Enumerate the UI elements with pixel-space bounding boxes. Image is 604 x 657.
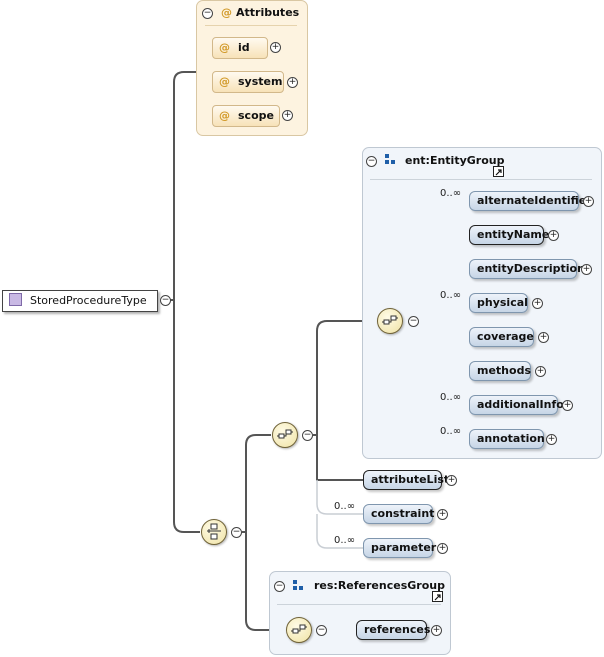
expand-icon[interactable]: + [437,543,448,554]
group-icon [385,154,397,166]
occurrence-label: 0..∞ [334,501,356,512]
external-link-icon[interactable] [432,591,443,602]
attribute-label: scope [238,109,274,122]
expand-icon[interactable]: + [538,332,549,343]
element-parameter[interactable]: parameter [363,538,437,558]
sequence-collapse-icon[interactable]: − [302,430,313,441]
expand-icon[interactable]: + [431,625,442,636]
attribute-at-icon: @ [219,41,230,54]
attributes-title: Attributes [236,6,300,19]
group-icon [293,580,305,592]
expand-icon[interactable]: + [270,42,281,53]
element-references[interactable]: references [356,620,431,640]
entity-group-title: ent:EntityGroup [405,154,505,167]
sequence-icon [291,624,307,634]
attribute-label: system [238,75,283,88]
external-link-icon[interactable] [493,166,504,177]
element-physical[interactable]: physical [469,293,528,313]
element-coverage[interactable]: coverage [469,327,534,347]
occurrence-label: 0..∞ [440,426,462,437]
references-group-collapse-icon[interactable]: − [274,581,285,592]
occurrence-label: 0..∞ [440,188,462,199]
element-label: entityName [477,228,550,241]
attribute-system[interactable]: @ system [212,71,284,93]
element-label: additionalInfo [477,398,564,411]
expand-icon[interactable]: + [546,434,557,445]
root-element-label: StoredProcedureType [30,294,147,307]
sequence-compositor[interactable] [201,519,227,545]
element-attributeList[interactable]: attributeList [363,470,449,490]
attributes-separator [205,25,297,26]
occurrence-label: 0..∞ [334,535,356,546]
element-label: attributeList [371,473,450,486]
expand-icon[interactable]: + [437,509,448,520]
sequence-collapse-icon[interactable]: − [408,316,419,327]
occurrence-label: 0..∞ [440,392,462,403]
expand-icon[interactable]: + [562,400,573,411]
element-annotation[interactable]: annotation [469,429,545,449]
attributes-collapse-icon[interactable]: − [202,8,213,19]
element-additionalInfo[interactable]: additionalInfo [469,395,564,415]
expand-icon[interactable]: + [581,264,592,275]
attribute-at-icon: @ [219,109,230,122]
element-label: coverage [477,330,534,343]
element-methods[interactable]: methods [469,361,531,381]
sequence-icon [207,523,221,540]
sequence-compositor[interactable] [286,617,312,643]
expand-icon[interactable]: + [446,475,457,486]
entity-group-collapse-icon[interactable]: − [366,156,377,167]
expand-icon[interactable]: + [548,230,559,241]
expand-icon[interactable]: + [532,298,543,309]
sequence-collapse-icon[interactable]: − [231,527,242,538]
element-entityDescription[interactable]: entityDescription [469,259,585,279]
sequence-compositor[interactable] [377,308,403,334]
entity-group-separator [370,179,592,180]
sequence-collapse-icon[interactable]: − [316,625,327,636]
element-alternateIdentifier[interactable]: alternateIdentifier [469,191,592,211]
attribute-scope[interactable]: @ scope [212,105,280,127]
sequence-icon [277,429,293,439]
element-label: physical [477,296,528,309]
element-label: references [364,623,431,636]
occurrence-label: 0..∞ [440,290,462,301]
expand-icon[interactable]: + [583,196,594,207]
element-label: constraint [371,507,435,520]
attribute-at-icon: @ [221,6,232,19]
references-group-title: res:ReferencesGroup [314,579,445,592]
sequence-icon [382,315,398,325]
expand-icon[interactable]: + [282,110,293,121]
complex-type-icon [9,293,22,306]
attribute-label: id [238,41,250,54]
element-constraint[interactable]: constraint [363,504,435,524]
expand-icon[interactable]: + [535,366,546,377]
attribute-at-icon: @ [219,75,230,88]
element-label: entityDescription [477,262,585,275]
element-label: annotation [477,432,545,445]
references-group-separator [277,604,441,605]
element-label: alternateIdentifier [477,194,592,207]
element-label: methods [477,364,531,377]
sequence-compositor[interactable] [272,422,298,448]
element-label: parameter [371,541,437,554]
attribute-id[interactable]: @ id [212,37,268,59]
expand-icon[interactable]: + [287,77,298,88]
element-entityName[interactable]: entityName [469,225,549,245]
root-element[interactable]: StoredProcedureType [2,290,158,312]
root-collapse-icon[interactable]: − [160,295,171,306]
